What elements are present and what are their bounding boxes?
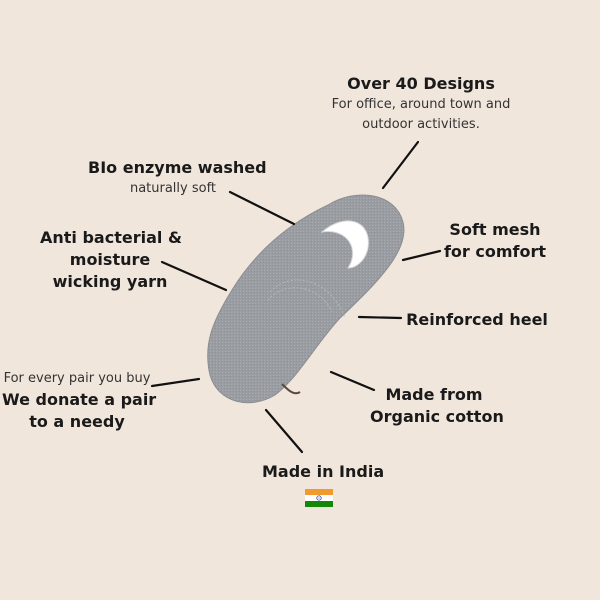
feature-anti-bacterial: Anti bacterial & moisture wicking yarn — [40, 227, 182, 293]
feature-designs-subtitle-1: For office, around town and — [331, 97, 511, 112]
feature-reinforced-heel-title: Reinforced heel — [406, 310, 548, 329]
feature-organic: Made from Organic cotton — [370, 384, 504, 428]
feature-made-in: Made in India — [262, 461, 385, 483]
pointer-reinforced-heel — [357, 315, 403, 320]
feature-donate-line-1: We donate a pair — [2, 390, 157, 409]
pointer-anti-bacterial — [160, 260, 228, 292]
feature-anti-bacterial-line-2: moisture — [69, 250, 151, 269]
feature-donate-subtitle: For every pair you buy — [3, 371, 151, 386]
feature-organic-line-1: Made from — [385, 385, 483, 404]
feature-soft-mesh-line-2: for comfort — [443, 242, 547, 261]
pointer-donate — [150, 377, 201, 388]
feature-anti-bacterial-line-3: wicking yarn — [52, 272, 168, 291]
pointer-designs — [381, 140, 420, 190]
feature-bio-enzyme-title: BIo enzyme washed — [88, 158, 267, 177]
feature-soft-mesh-line-1: Soft mesh — [449, 220, 541, 239]
pointer-organic — [329, 370, 376, 392]
feature-donate-line-2: to a needy — [29, 412, 125, 431]
pointer-made-in — [264, 408, 304, 454]
sock-body — [207, 194, 405, 404]
feature-reinforced-heel: Reinforced heel — [404, 309, 550, 331]
feature-designs: Over 40 Designs For office, around town … — [320, 73, 522, 135]
feature-anti-bacterial-line-1: Anti bacterial & — [40, 228, 182, 247]
feature-designs-subtitle-2: outdoor activities. — [362, 117, 480, 132]
feature-designs-title: Over 40 Designs — [347, 74, 495, 93]
pointer-bio-enzyme — [228, 190, 296, 226]
feature-soft-mesh: Soft mesh for comfort — [440, 219, 550, 263]
feature-bio-enzyme-subtitle: naturally soft — [129, 181, 217, 196]
feature-made-in-title: Made in India — [262, 462, 385, 481]
feature-bio-enzyme: BIo enzyme washed naturally soft — [88, 157, 267, 199]
pointer-lines — [150, 140, 442, 454]
feature-donate: For every pair you buy We donate a pair … — [2, 369, 157, 433]
feature-organic-line-2: Organic cotton — [370, 407, 504, 426]
india-flag-icon — [305, 489, 333, 507]
sock-label-tag — [281, 383, 301, 395]
pointer-soft-mesh — [401, 249, 442, 262]
sock-opening — [320, 220, 369, 269]
